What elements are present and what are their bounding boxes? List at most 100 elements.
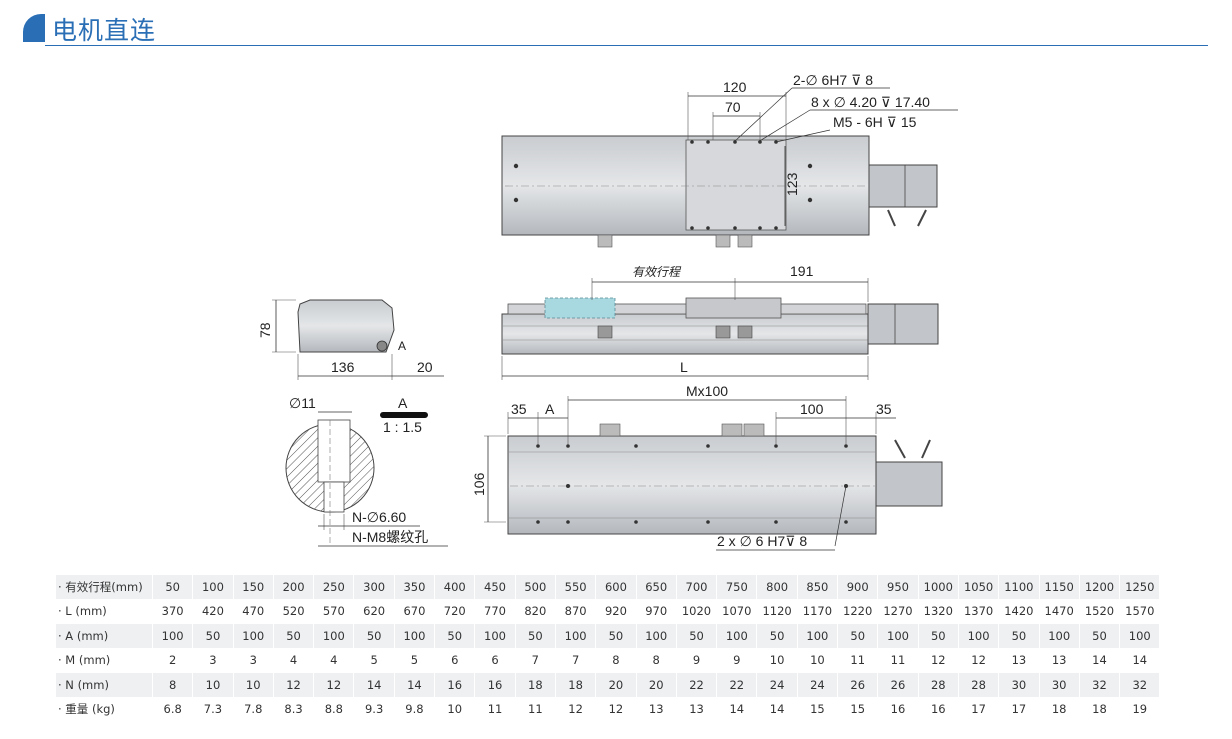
table-cell: 1570 — [1119, 598, 1161, 624]
table-cell: 8 — [151, 672, 194, 698]
table-cell: 11 — [474, 696, 516, 722]
table-cell: 7.8 — [232, 696, 274, 722]
section-marker — [23, 14, 45, 42]
table-cell: 1270 — [877, 598, 919, 624]
end-view: 78 136 20 A — [257, 299, 444, 380]
table-cell: 10 — [796, 647, 839, 673]
dim-191: 191 — [790, 263, 814, 279]
row-header: · A (mm) — [55, 623, 153, 649]
table-cell: 13 — [635, 696, 677, 722]
table-cell: 50 — [514, 623, 556, 649]
header-rule — [45, 45, 1208, 46]
table-cell: 50 — [675, 623, 718, 649]
table-cell: 100 — [635, 623, 677, 649]
table-cell: 30 — [998, 672, 1040, 698]
table-cell: 13 — [998, 647, 1040, 673]
table-cell: 100 — [957, 623, 1000, 649]
table-cell: 12 — [313, 672, 355, 698]
table-cell: 16 — [434, 672, 476, 698]
table-cell: 620 — [353, 598, 395, 624]
table-cell: 8.8 — [313, 696, 355, 722]
table-cell: 370 — [151, 598, 194, 624]
table-cell: 300 — [353, 574, 395, 600]
callout-bottom-pins: 2 x ∅ 6 H7⊽ 8 — [717, 533, 807, 549]
table-cell: 50 — [756, 623, 798, 649]
table-cell: 7 — [514, 647, 556, 673]
table-cell: 1070 — [716, 598, 758, 624]
table-cell: 50 — [837, 623, 879, 649]
table-cell: 15 — [796, 696, 839, 722]
table-cell: 9.3 — [353, 696, 395, 722]
table-cell: 4 — [272, 647, 315, 673]
table-cell: 1170 — [796, 598, 839, 624]
table-cell: 200 — [272, 574, 315, 600]
table-cell: 6.8 — [151, 696, 194, 722]
bottom-view-motor — [875, 461, 943, 507]
table-cell: 2 — [151, 647, 194, 673]
table-cell: 20 — [595, 672, 637, 698]
table-cell: 420 — [192, 598, 234, 624]
table-cell: 32 — [1078, 672, 1121, 698]
table-cell: 670 — [393, 598, 436, 624]
table-cell: 18 — [1078, 696, 1121, 722]
table-cell: 50 — [434, 623, 476, 649]
label-detail-A: A — [398, 395, 408, 411]
dim-20: 20 — [417, 359, 433, 375]
dim-136: 136 — [331, 359, 355, 375]
table-cell: 26 — [877, 672, 919, 698]
table-cell: 800 — [756, 574, 798, 600]
table-cell: 250 — [313, 574, 355, 600]
table-cell: 820 — [514, 598, 556, 624]
callout-thread-holes: M5 - 6H ⊽ 15 — [833, 114, 917, 130]
bottom-view-body — [507, 435, 877, 535]
table-cell: 1470 — [1038, 598, 1080, 624]
table-cell: 28 — [957, 672, 1000, 698]
table-cell: 50 — [998, 623, 1040, 649]
table-cell: 1150 — [1038, 574, 1080, 600]
label-A-bottom: A — [545, 401, 555, 417]
table-cell: 7.3 — [192, 696, 234, 722]
side-view-carriage — [685, 297, 782, 319]
table-cell: 17 — [957, 696, 1000, 722]
table-cell: 26 — [837, 672, 879, 698]
dim-70: 70 — [725, 99, 741, 115]
top-view-body — [501, 135, 870, 236]
table-cell: 8 — [595, 647, 637, 673]
table-cell: 12 — [957, 647, 1000, 673]
table-cell: 720 — [434, 598, 476, 624]
table-cell: 3 — [232, 647, 274, 673]
row-header: · N (mm) — [55, 672, 153, 698]
table-cell: 12 — [272, 672, 315, 698]
table-cell: 28 — [917, 672, 959, 698]
callout-pin-holes: 2-∅ 6H7 ⊽ 8 — [793, 72, 873, 88]
table-cell: 30 — [1038, 672, 1080, 698]
table-cell: 100 — [1038, 623, 1080, 649]
dim-L: L — [680, 359, 688, 375]
table-cell: 100 — [232, 623, 274, 649]
table-cell: 11 — [514, 696, 556, 722]
table-cell: 11 — [877, 647, 919, 673]
table-cell: 100 — [474, 623, 516, 649]
table-cell: 10 — [434, 696, 476, 722]
table-cell: 14 — [353, 672, 395, 698]
table-cell: 50 — [917, 623, 959, 649]
callout-thru-holes: 8 x ∅ 4.20 ⊽ 17.40 — [811, 94, 930, 110]
table-cell: 650 — [635, 574, 677, 600]
table-cell: 18 — [554, 672, 597, 698]
end-view-profile — [297, 299, 395, 353]
table-cell: 10 — [232, 672, 274, 698]
table-cell: 50 — [272, 623, 315, 649]
table-cell: 700 — [675, 574, 718, 600]
table-cell: 970 — [635, 598, 677, 624]
table-cell: 450 — [474, 574, 516, 600]
table-cell: 50 — [1078, 623, 1121, 649]
dim-dia-11: ∅11 — [289, 395, 316, 411]
table-cell: 100 — [1119, 623, 1161, 649]
table-cell: 100 — [192, 574, 234, 600]
row-header: · 有效行程(mm) — [55, 574, 153, 600]
table-cell: 15 — [837, 696, 879, 722]
table-cell: 100 — [796, 623, 839, 649]
table-cell: 18 — [1038, 696, 1080, 722]
